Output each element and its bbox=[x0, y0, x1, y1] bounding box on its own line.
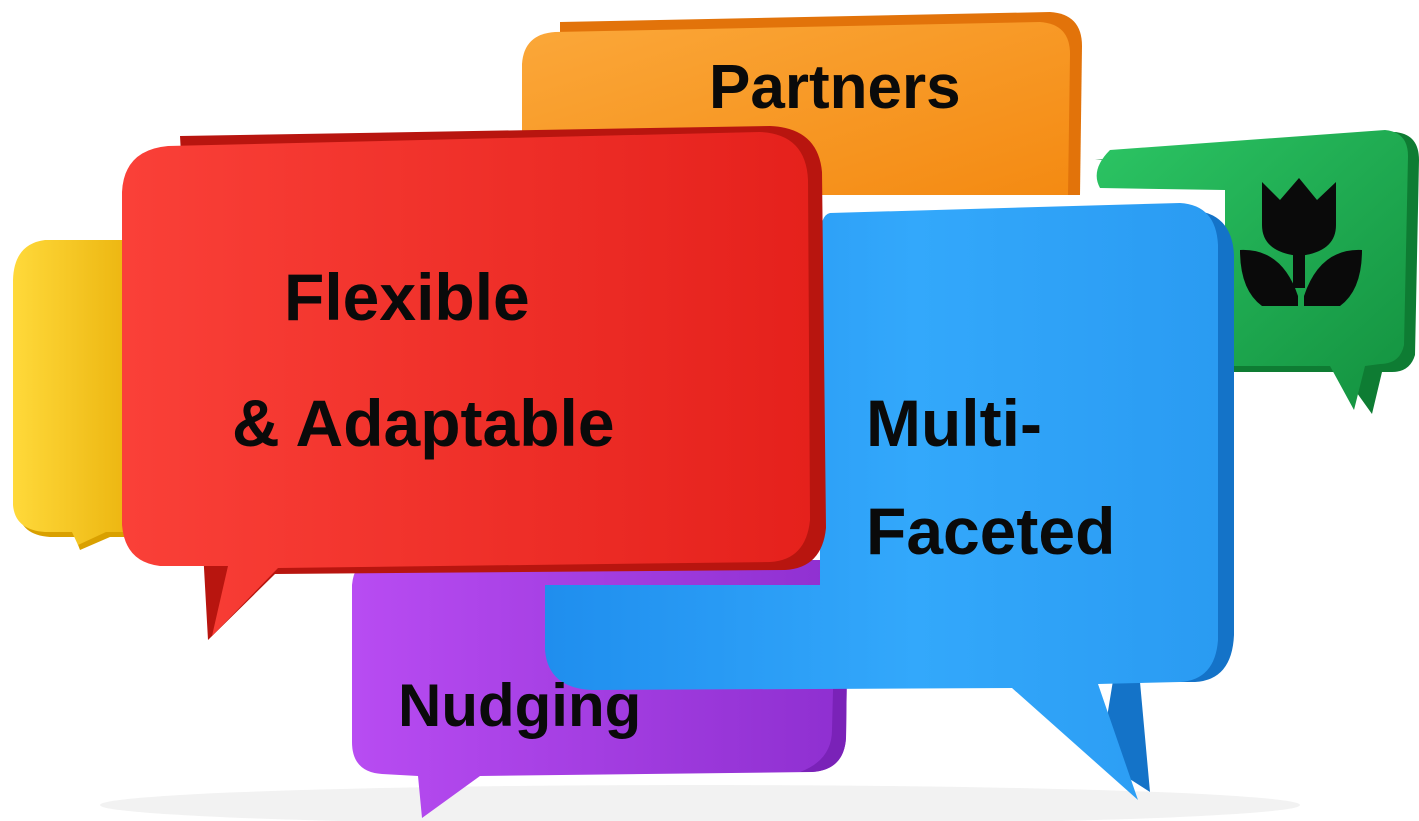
red-speech-bubble bbox=[122, 126, 826, 640]
flexible-label-line2: & Adaptable bbox=[232, 386, 615, 460]
partners-label: Partners bbox=[709, 53, 961, 122]
multi-faceted-label-line2: Faceted bbox=[866, 494, 1116, 568]
tulip-icon bbox=[1240, 178, 1362, 306]
floor-shadow bbox=[100, 785, 1300, 821]
nudging-label: Nudging bbox=[398, 672, 642, 739]
multi-faceted-label-line1: Multi- bbox=[866, 386, 1042, 460]
yellow-speech-bubble bbox=[13, 240, 140, 550]
flexible-label-line1: Flexible bbox=[284, 260, 530, 334]
blue-speech-bubble bbox=[545, 203, 1234, 800]
